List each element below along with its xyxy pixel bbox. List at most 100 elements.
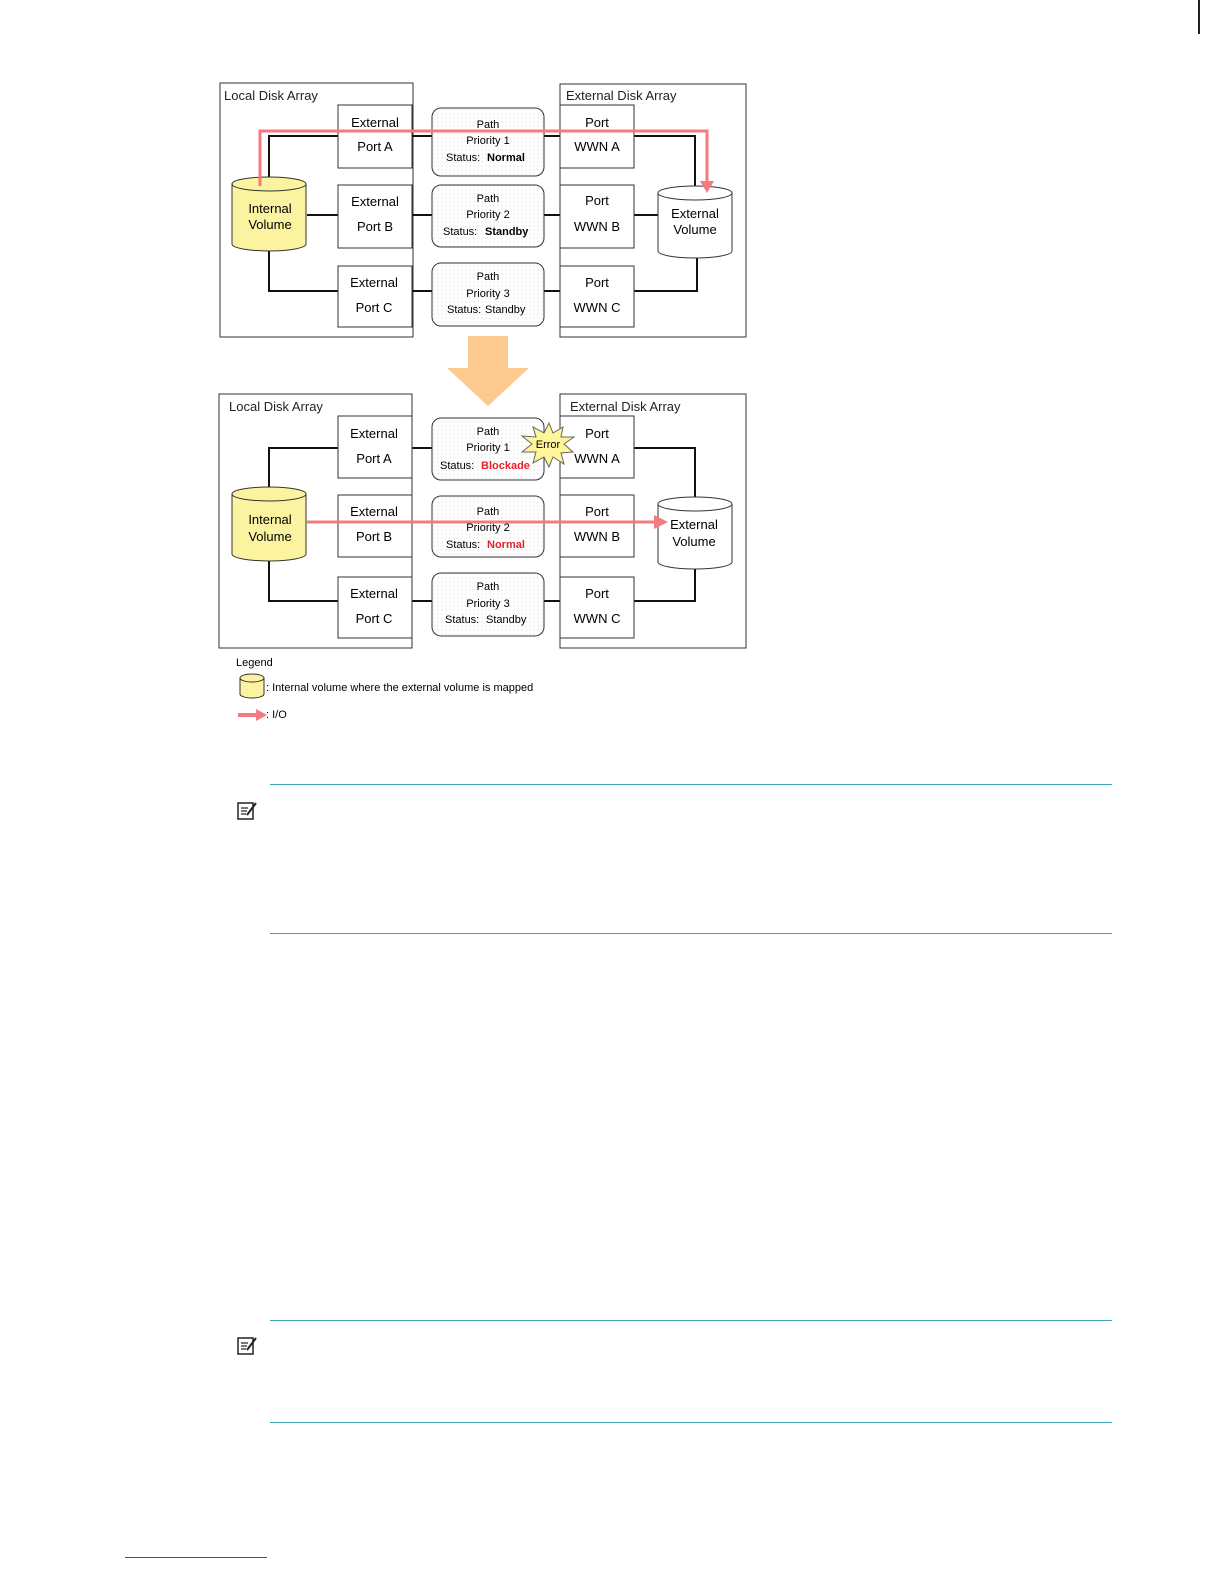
- svg-text:Path: Path: [477, 193, 500, 205]
- io-arrow-after: [307, 515, 668, 529]
- legend-io-label: : I/O: [266, 709, 287, 721]
- svg-text:Port A: Port A: [356, 451, 392, 466]
- io-arrow-before: [258, 129, 714, 193]
- svg-text:Path: Path: [477, 119, 500, 131]
- page-edge-rule: [1198, 0, 1200, 34]
- error-burst-icon: Error: [520, 421, 576, 469]
- svg-text:Port: Port: [585, 115, 609, 130]
- svg-text:Error: Error: [536, 439, 561, 451]
- svg-text:Path: Path: [477, 426, 500, 438]
- svg-text:Priority 1: Priority 1: [466, 442, 509, 454]
- legend: Legend : Internal volume where the exter…: [236, 657, 533, 721]
- legend-title: Legend: [236, 657, 273, 669]
- external-array-title: External Disk Array: [570, 399, 681, 414]
- legend-io-arrow-icon: [238, 709, 267, 721]
- svg-text:Status:: Status:: [440, 460, 474, 472]
- path-status: Standby: [485, 304, 526, 316]
- svg-text:Internal: Internal: [248, 512, 291, 527]
- svg-text:Port: Port: [585, 275, 609, 290]
- svg-text:Path: Path: [477, 581, 500, 593]
- svg-text:Path: Path: [477, 506, 500, 518]
- path-status: Blockade: [481, 460, 530, 472]
- svg-text:Status:: Status:: [447, 304, 481, 316]
- external-port-wwn-a: Port WWN A: [559, 104, 635, 169]
- legend-volume-label: : Internal volume where the external vol…: [266, 682, 533, 694]
- local-port-b: External Port B: [337, 184, 413, 249]
- svg-text:Status:: Status:: [443, 226, 477, 238]
- internal-volume-cylinder: Internal Volume: [231, 176, 307, 252]
- svg-text:External: External: [350, 275, 398, 290]
- svg-text:External: External: [351, 194, 399, 209]
- svg-text:Port C: Port C: [356, 300, 393, 315]
- external-volume-cylinder: External Volume: [657, 185, 733, 259]
- svg-text:Priority 3: Priority 3: [466, 598, 509, 610]
- svg-text:Status:: Status:: [445, 614, 479, 626]
- external-port-wwn-b: Port WWN B: [559, 184, 635, 249]
- path-box-priority-3: Path Priority 3 Status: Standby: [431, 572, 545, 637]
- path-status: Normal: [487, 539, 525, 551]
- footer-link-underline[interactable]: [125, 1557, 267, 1558]
- svg-text:External: External: [351, 115, 399, 130]
- svg-text:Port: Port: [585, 193, 609, 208]
- local-port-a: External Port A: [337, 104, 413, 169]
- svg-text:External: External: [670, 517, 718, 532]
- local-port-b: External Port B: [337, 494, 413, 558]
- note-bottom-rule: [270, 1422, 1112, 1423]
- svg-text:WWN C: WWN C: [574, 611, 621, 626]
- svg-text:Port: Port: [585, 426, 609, 441]
- svg-text:WWN A: WWN A: [574, 139, 620, 154]
- note-icon: [237, 1337, 257, 1355]
- svg-text:Internal: Internal: [248, 201, 291, 216]
- note-bottom-rule: [270, 933, 1112, 934]
- external-port-wwn-a: Port WWN A: [559, 415, 635, 479]
- svg-text:Priority 2: Priority 2: [466, 209, 509, 221]
- svg-text:WWN B: WWN B: [574, 219, 620, 234]
- external-port-wwn-b: Port WWN B: [559, 494, 635, 558]
- svg-text:Volume: Volume: [673, 222, 716, 237]
- svg-text:External: External: [350, 586, 398, 601]
- note-top-rule: [270, 1320, 1112, 1321]
- svg-text:Priority 3: Priority 3: [466, 288, 509, 300]
- svg-text:Priority 1: Priority 1: [466, 135, 509, 147]
- note-icon: [237, 802, 257, 820]
- after-panel: Local Disk Array External Disk Array Ext…: [218, 393, 747, 649]
- local-port-c: External Port C: [337, 576, 413, 639]
- path-failover-diagram: Local Disk Array External Disk Array Ext…: [218, 82, 747, 721]
- note-top-rule: [270, 784, 1112, 785]
- local-port-a: External Port A: [337, 415, 413, 479]
- local-port-c: External Port C: [337, 265, 413, 328]
- transition-down-arrow: [447, 336, 529, 406]
- svg-text:WWN B: WWN B: [574, 529, 620, 544]
- path-box-priority-1: Path Priority 1 Status: Normal: [431, 107, 545, 177]
- svg-text:Status:: Status:: [446, 152, 480, 164]
- svg-text:Status:: Status:: [446, 539, 480, 551]
- svg-text:Port A: Port A: [357, 139, 393, 154]
- svg-text:Volume: Volume: [248, 529, 291, 544]
- path-box-priority-2: Path Priority 2 Status: Standby: [431, 184, 545, 248]
- path-status: Normal: [487, 152, 525, 164]
- path-status: Standby: [485, 226, 529, 238]
- internal-volume-cylinder: Internal Volume: [231, 486, 307, 562]
- svg-text:Port B: Port B: [357, 219, 393, 234]
- svg-text:Port B: Port B: [356, 529, 392, 544]
- legend-volume-icon: [239, 673, 265, 699]
- external-port-wwn-c: Port WWN C: [559, 265, 635, 328]
- path-box-priority-2: Path Priority 2 Status: Normal: [431, 495, 545, 558]
- svg-text:Volume: Volume: [248, 217, 291, 232]
- svg-text:Volume: Volume: [672, 534, 715, 549]
- svg-text:WWN A: WWN A: [574, 451, 620, 466]
- local-array-title: Local Disk Array: [229, 399, 323, 414]
- svg-text:External: External: [350, 504, 398, 519]
- svg-text:Path: Path: [477, 271, 500, 283]
- local-array-title: Local Disk Array: [224, 88, 318, 103]
- external-port-wwn-c: Port WWN C: [559, 576, 635, 639]
- svg-text:WWN C: WWN C: [574, 300, 621, 315]
- path-box-priority-3: Path Priority 3 Status: Standby: [431, 262, 545, 327]
- svg-text:Priority 2: Priority 2: [466, 522, 509, 534]
- path-box-priority-1: Path Priority 1 Status: Blockade: [431, 417, 545, 481]
- connection-lines: [268, 447, 696, 602]
- svg-text:Port C: Port C: [356, 611, 393, 626]
- connection-lines: [268, 135, 698, 292]
- svg-text:Port: Port: [585, 586, 609, 601]
- svg-text:External: External: [671, 206, 719, 221]
